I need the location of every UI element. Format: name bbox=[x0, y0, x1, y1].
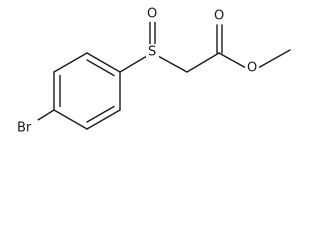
benzene-ring bbox=[53, 52, 121, 130]
sulfinyl-oxygen-mask bbox=[145, 6, 159, 22]
ester-oxygen-mask bbox=[245, 60, 259, 76]
ester-oxygen-methyl-bond bbox=[257, 49, 291, 69]
carbonyl-oxygen-mask bbox=[212, 8, 226, 24]
ring-bond bbox=[53, 52, 88, 73]
bromine-mask bbox=[16, 120, 38, 136]
sulfur-label: S bbox=[148, 45, 156, 60]
ring-double-bond bbox=[86, 59, 115, 77]
sulfur-mask bbox=[146, 44, 159, 60]
ring-bond bbox=[53, 109, 88, 130]
sulfur-methylene-bond bbox=[157, 55, 188, 73]
sulfinyl-oxygen-label: O bbox=[147, 7, 157, 22]
ring-double-bond bbox=[86, 105, 115, 123]
carbonyl-ester-oxygen-bond bbox=[218, 52, 247, 69]
chemical-structure: S O O O Br bbox=[16, 6, 291, 136]
aryl-bromine-bond bbox=[37, 109, 55, 121]
carbonyl-oxygen-label: O bbox=[214, 9, 224, 24]
ring-bond bbox=[86, 52, 121, 73]
ring-bond bbox=[86, 109, 121, 130]
bromine-label: Br bbox=[17, 121, 32, 136]
methylene-carbonyl-bond bbox=[186, 52, 220, 73]
aryl-sulfur-bond bbox=[119, 55, 148, 73]
ester-oxygen-label: O bbox=[247, 61, 257, 76]
